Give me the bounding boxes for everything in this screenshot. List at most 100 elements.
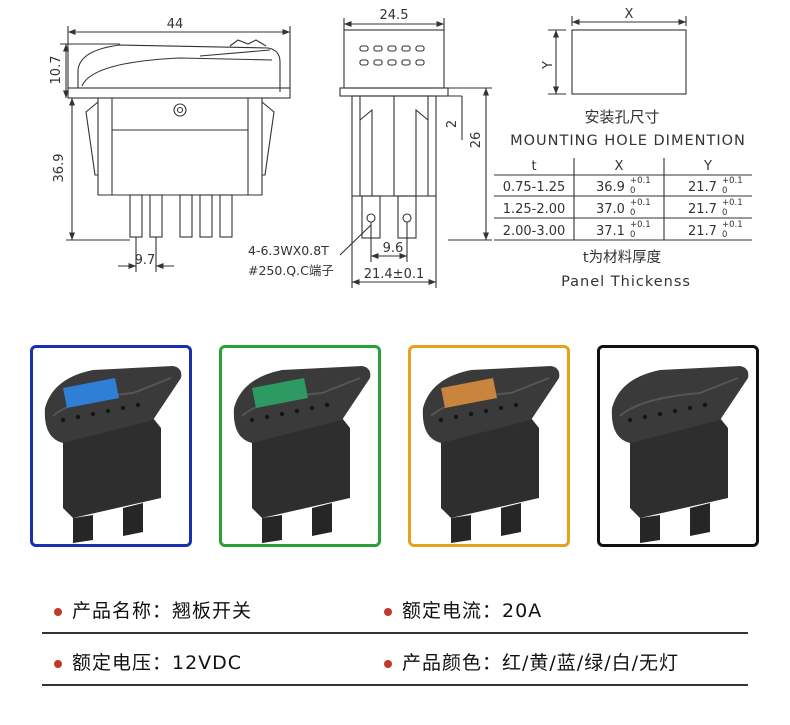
spec-product-colors: 产品颜色：红/黄/蓝/绿/白/无灯 — [384, 648, 679, 675]
rocker-switch-illustration — [233, 366, 371, 543]
spec-rated-voltage: 额定电压：12VDC — [54, 648, 242, 675]
product-photo-amber — [408, 345, 570, 547]
table-footer-cn: t为材料厚度 — [583, 249, 661, 266]
table-cell-y-zero: 0 — [722, 208, 727, 218]
dim-right-height: 26 — [469, 132, 484, 149]
terminal-spec-1: 4-6.3WX0.8T — [248, 243, 329, 258]
bullet-icon — [384, 659, 392, 668]
table-cell-x-zero: 0 — [630, 230, 635, 240]
switch-terminals — [640, 503, 710, 543]
rocker-dot — [453, 414, 459, 420]
rocker-dot — [264, 414, 270, 420]
bullet-icon — [54, 659, 62, 668]
switch-body — [441, 418, 539, 518]
bullet-icon — [384, 607, 392, 616]
switch-body — [63, 418, 161, 518]
dim-left-width: 44 — [167, 17, 184, 32]
hole-x-label: X — [625, 7, 634, 22]
rocker-dot — [90, 411, 96, 417]
switch-terminals — [73, 503, 143, 543]
table-cell-x: 37.1 — [596, 224, 625, 239]
lens-window — [441, 378, 497, 408]
table-cell-x-tol: +0.1 — [630, 176, 651, 186]
dim-right-width: 24.5 — [380, 8, 409, 23]
terminal-spec-2: #250.Q.C端子 — [248, 263, 334, 278]
rocker-dot — [75, 414, 81, 420]
rocker-dot — [249, 417, 255, 423]
rocker-dot — [702, 402, 708, 408]
table-cell-y: 21.7 — [688, 224, 717, 239]
rocker-dot — [294, 408, 300, 414]
table-cell-t: 0.75-1.25 — [503, 180, 566, 195]
table-cell-y-tol: +0.1 — [722, 176, 743, 186]
mounting-hole-drawing — [548, 16, 687, 95]
rocker-dot — [105, 408, 111, 414]
rocker-dot — [483, 408, 489, 414]
rocker-switch-illustration — [611, 366, 749, 543]
table-cell-x-zero: 0 — [630, 208, 635, 218]
table-cell-y-tol: +0.1 — [722, 198, 743, 208]
rocker-dot — [642, 414, 648, 420]
front-view-drawing — [339, 18, 492, 288]
table-cell-x-tol: +0.1 — [630, 220, 651, 230]
switch-terminals — [262, 503, 332, 543]
dim-terminal-pitch: 9.7 — [135, 253, 156, 268]
product-photo-green — [219, 345, 381, 547]
table-cell-y-tol: +0.1 — [722, 220, 743, 230]
rocker-dot — [438, 417, 444, 423]
rocker-dot — [672, 408, 678, 414]
rocker-dot — [324, 402, 330, 408]
rocker-dot — [468, 411, 474, 417]
product-photo-no-light — [597, 345, 759, 547]
side-view-drawing — [60, 26, 291, 272]
table-title-cn: 安装孔尺寸 — [584, 108, 659, 126]
switch-terminals — [451, 503, 521, 543]
rocker-edge — [619, 377, 739, 417]
lens-window — [252, 378, 308, 408]
rocker-switch-illustration — [422, 366, 560, 543]
bullet-icon — [54, 607, 62, 616]
rocker-dot — [657, 411, 663, 417]
rocker-dot — [60, 417, 66, 423]
divider — [42, 632, 748, 634]
hole-y-label: Y — [541, 61, 556, 70]
table-footer-en: Panel Thickenss — [561, 274, 691, 290]
rocker-dot — [687, 405, 693, 411]
dim-left-top-height: 10.7 — [49, 56, 64, 85]
table-cell-x-zero: 0 — [630, 186, 635, 196]
divider — [42, 684, 748, 686]
rocker-dot — [498, 405, 504, 411]
rocker-switch-illustration — [44, 366, 182, 543]
table-header-t: t — [531, 159, 536, 174]
rocker-dot — [120, 405, 126, 411]
lens-window — [63, 378, 119, 408]
table-cell-x: 37.0 — [596, 202, 625, 217]
dim-right-bottom: 21.4±0.1 — [364, 267, 425, 282]
table-cell-y: 21.7 — [688, 202, 717, 217]
spec-row-1: 产品名称：翘板开关 额定电流：20A — [42, 590, 748, 634]
rocker-dot — [627, 417, 633, 423]
dim-right-pitch: 9.6 — [383, 241, 404, 256]
table-cell-y: 21.7 — [688, 180, 717, 195]
rocker-dot — [309, 405, 315, 411]
table-title-en: MOUNTING HOLE DIMENTION — [510, 133, 746, 149]
table-cell-x: 36.9 — [596, 180, 625, 195]
table-cell-t: 1.25-2.00 — [503, 202, 566, 217]
table-cell-x-tol: +0.1 — [630, 198, 651, 208]
rocker-dot — [135, 402, 141, 408]
product-photo-blue — [30, 345, 192, 547]
rocker-dot — [279, 411, 285, 417]
rocker-dot — [513, 402, 519, 408]
table-header-x: X — [615, 159, 624, 174]
spec-rated-current: 额定电流：20A — [384, 596, 542, 623]
rocker-cap — [611, 366, 749, 443]
dim-right-small: 2 — [445, 120, 460, 128]
table-cell-y-zero: 0 — [722, 186, 727, 196]
switch-body — [252, 418, 350, 518]
table-cell-y-zero: 0 — [722, 230, 727, 240]
table-cell-t: 2.00-3.00 — [503, 224, 566, 239]
spec-product-name: 产品名称：翘板开关 — [54, 596, 252, 623]
dim-left-height: 36.9 — [52, 154, 67, 183]
mounting-table-grid — [494, 158, 752, 241]
